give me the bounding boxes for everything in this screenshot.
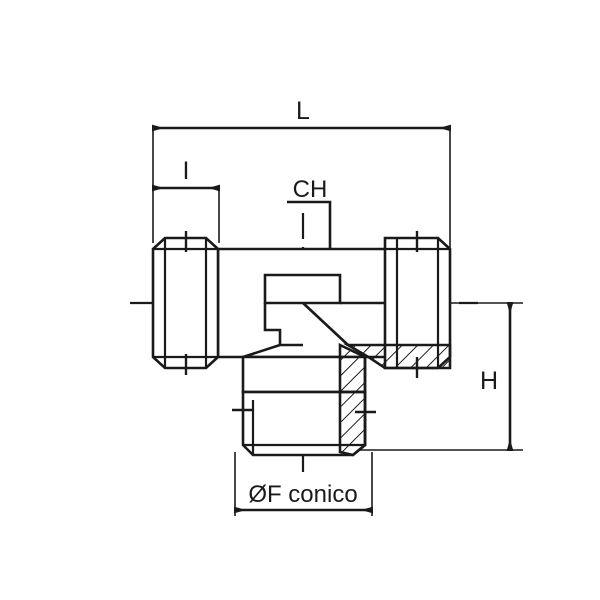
chamfer-branch-left xyxy=(242,343,281,359)
thread-tick-marks-group xyxy=(184,231,419,414)
fitting-body-group xyxy=(151,236,452,457)
dimension-label-h: H xyxy=(480,367,498,395)
chamfer-branch-right xyxy=(302,302,349,346)
dimension-label-ch: CH xyxy=(293,176,328,203)
internal-step-left xyxy=(263,303,303,347)
left-thread-outer xyxy=(151,236,220,370)
internal-hex-upper xyxy=(263,273,342,305)
dimension-label-f-conico: ØF conico xyxy=(248,481,357,508)
dimension-label-l: L xyxy=(296,97,310,125)
dimension-lines-group xyxy=(152,124,514,514)
dimension-label-i: I xyxy=(183,157,190,185)
branch-thread-hatch xyxy=(338,390,367,457)
right-section-hatch xyxy=(343,343,452,370)
